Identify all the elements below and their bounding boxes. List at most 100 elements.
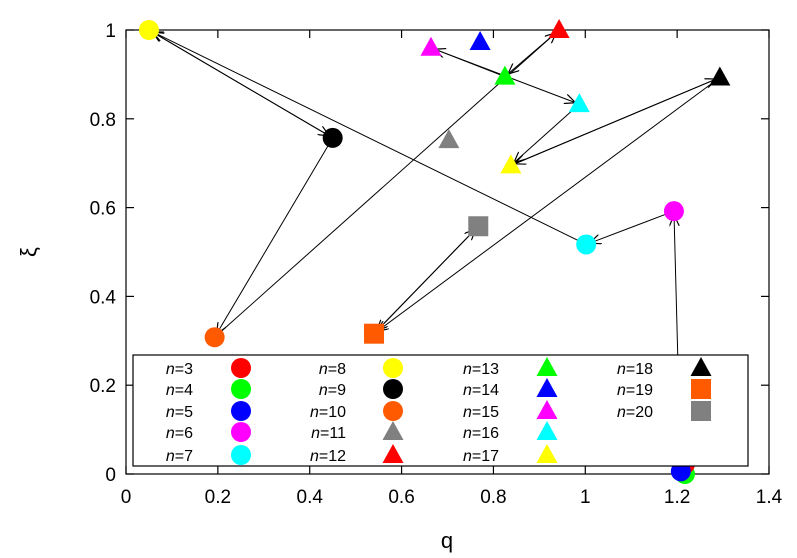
legend-marker bbox=[383, 358, 403, 378]
legend-marker bbox=[231, 422, 251, 442]
legend-marker bbox=[536, 443, 558, 463]
legend-value: =11 bbox=[320, 425, 346, 442]
data-point bbox=[709, 66, 731, 86]
legend-marker bbox=[691, 401, 711, 421]
data-point bbox=[568, 93, 590, 113]
legend-marker bbox=[536, 399, 558, 419]
legend-value: =12 bbox=[319, 448, 346, 465]
data-point bbox=[420, 36, 442, 56]
y-tick-label: 0.4 bbox=[90, 287, 117, 308]
legend-label: n=16 bbox=[463, 425, 499, 442]
legend-marker bbox=[536, 420, 558, 440]
legend-value: =17 bbox=[472, 448, 499, 465]
legend-label: n=14 bbox=[463, 382, 499, 399]
legend-label: n=8 bbox=[319, 361, 346, 378]
legend-marker bbox=[382, 420, 404, 440]
legend-prefix: n bbox=[463, 361, 472, 378]
y-axis-label: ξ bbox=[16, 247, 41, 257]
data-point bbox=[576, 234, 597, 255]
legend-prefix: n bbox=[617, 404, 626, 421]
transition-arrow bbox=[152, 32, 330, 137]
legend-prefix: n bbox=[463, 448, 472, 465]
legend-label: n=12 bbox=[310, 448, 346, 465]
data-point bbox=[204, 327, 225, 348]
legend-prefix: n bbox=[319, 382, 328, 399]
point-layer bbox=[138, 18, 731, 484]
legend-prefix: n bbox=[166, 361, 175, 378]
x-axis-label: q bbox=[441, 528, 453, 553]
legend-value: =19 bbox=[626, 382, 653, 399]
legend-marker bbox=[231, 379, 251, 399]
legend-value: =6 bbox=[175, 425, 193, 442]
transition-arrow bbox=[377, 228, 476, 331]
x-tick-label: 0.2 bbox=[205, 487, 231, 508]
transition-arrow bbox=[514, 106, 577, 163]
legend-label: n=17 bbox=[463, 448, 499, 465]
x-tick-label: 1 bbox=[580, 487, 591, 508]
legend-label: n=3 bbox=[166, 361, 193, 378]
x-tick-label: 1.4 bbox=[756, 487, 783, 508]
transition-arrow bbox=[515, 78, 717, 164]
legend-label: n=4 bbox=[166, 382, 193, 399]
legend-prefix: n bbox=[463, 382, 472, 399]
legend-value: =15 bbox=[472, 404, 499, 421]
legend-label: n=6 bbox=[166, 425, 193, 442]
data-point bbox=[438, 129, 460, 149]
data-point bbox=[364, 323, 385, 344]
legend-prefix: n bbox=[311, 425, 320, 442]
legend-label: n=11 bbox=[311, 425, 346, 442]
legend-value: =7 bbox=[175, 448, 193, 465]
data-point bbox=[500, 154, 522, 174]
legend: n=3n=4n=5n=6n=7n=8n=9n=10n=11n=12n=13n=1… bbox=[166, 356, 712, 465]
legend-prefix: n bbox=[166, 448, 175, 465]
legend-prefix: n bbox=[166, 404, 175, 421]
data-point bbox=[469, 30, 491, 50]
legend-marker bbox=[690, 356, 712, 376]
legend-marker bbox=[382, 443, 404, 463]
legend-label: n=15 bbox=[463, 404, 499, 421]
legend-value: =3 bbox=[175, 361, 193, 378]
legend-prefix: n bbox=[463, 425, 472, 442]
legend-marker bbox=[691, 379, 711, 399]
legend-label: n=9 bbox=[319, 382, 346, 399]
plot-frame bbox=[125, 29, 770, 475]
x-tick-label: 0.4 bbox=[297, 487, 324, 508]
legend-prefix: n bbox=[310, 404, 319, 421]
data-point bbox=[494, 65, 516, 85]
legend-value: =13 bbox=[472, 361, 499, 378]
x-tick-label: 0.8 bbox=[480, 487, 506, 508]
transition-arrow bbox=[508, 32, 557, 74]
legend-prefix: n bbox=[617, 382, 626, 399]
legend-marker bbox=[536, 377, 558, 397]
legend-prefix: n bbox=[319, 361, 328, 378]
data-point bbox=[138, 20, 159, 40]
legend-prefix: n bbox=[166, 425, 175, 442]
data-point bbox=[663, 201, 684, 222]
x-tick-label: 1.2 bbox=[664, 487, 690, 508]
legend-prefix: n bbox=[166, 382, 175, 399]
y-tick-label: 0.2 bbox=[90, 376, 116, 397]
legend-label: n=19 bbox=[617, 382, 653, 399]
y-tick-label: 1 bbox=[105, 21, 116, 42]
legend-label: n=18 bbox=[617, 361, 653, 378]
legend-box bbox=[132, 354, 749, 467]
legend-value: =4 bbox=[175, 382, 193, 399]
legend-value: =5 bbox=[175, 404, 193, 421]
legend-value: =20 bbox=[626, 404, 653, 421]
legend-prefix: n bbox=[617, 361, 626, 378]
legend-value: =16 bbox=[472, 425, 499, 442]
x-tick-label: 0 bbox=[121, 487, 132, 508]
y-tick-label: 0 bbox=[105, 465, 116, 486]
legend-label: n=5 bbox=[166, 404, 193, 421]
data-point bbox=[548, 18, 570, 38]
data-point bbox=[322, 127, 343, 148]
legend-value: =18 bbox=[626, 361, 653, 378]
legend-prefix: n bbox=[310, 448, 319, 465]
legend-label: n=20 bbox=[617, 404, 653, 421]
y-tick-label: 0.8 bbox=[90, 110, 116, 131]
legend-label: n=10 bbox=[310, 404, 346, 421]
legend-marker bbox=[383, 379, 403, 399]
transition-arrow bbox=[377, 79, 717, 331]
